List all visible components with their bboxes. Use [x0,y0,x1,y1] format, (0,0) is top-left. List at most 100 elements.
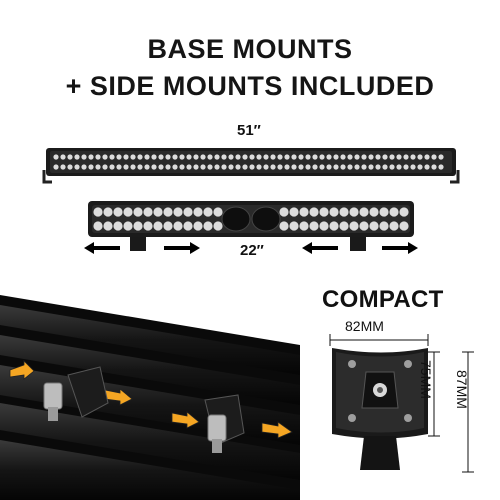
led-dot [93,207,103,217]
outer-height-label: 87MM [454,370,470,409]
led-dot [103,207,113,217]
led-dot [179,164,185,170]
led-dot [130,154,136,160]
led-dot [339,207,349,217]
led-dot [270,154,276,160]
led-dot [123,207,133,217]
led-dot [130,164,136,170]
led-dot [203,207,213,217]
led-dot [309,221,319,231]
led-dot [228,164,234,170]
led-dot [123,154,129,160]
led-dot [95,154,101,160]
led-dot [438,164,444,170]
long-bar-length-label: 51″ [237,122,261,139]
long-light-bar-image [42,148,460,184]
led-dot [221,154,227,160]
led-dot [319,154,325,160]
led-dot [163,221,173,231]
led-dot [361,154,367,160]
left-arrow-icon [302,242,338,254]
led-dot [347,154,353,160]
led-dot [279,207,289,217]
led-dot [354,154,360,160]
led-dot [53,164,59,170]
led-dot [389,154,395,160]
led-dot [102,154,108,160]
led-dot [399,221,409,231]
led-dot [375,164,381,170]
led-dot [109,164,115,170]
led-dot [235,164,241,170]
led-dot [270,164,276,170]
led-dot [396,164,402,170]
led-dot [93,221,103,231]
led-dot [242,164,248,170]
led-dot [417,164,423,170]
led-dot [153,207,163,217]
led-dot [200,154,206,160]
led-dot [263,164,269,170]
led-dot [291,164,297,170]
width-dimension-label: 82MM [345,318,384,334]
led-dot [349,207,359,217]
led-dot [369,221,379,231]
led-dot [277,164,283,170]
led-dot [153,221,163,231]
led-dot [375,154,381,160]
led-dot [165,164,171,170]
led-dot [284,164,290,170]
led-dot [368,164,374,170]
led-dot [305,164,311,170]
led-dot [382,164,388,170]
led-dot [186,164,192,170]
led-dot [193,207,203,217]
led-dot [103,221,113,231]
led-dot [424,154,430,160]
led-dot [319,164,325,170]
led-dot [74,154,80,160]
led-dot [349,221,359,231]
led-dot [382,154,388,160]
led-dot [214,164,220,170]
led-dot [158,154,164,160]
led-dot [312,164,318,170]
led-dot [165,154,171,160]
led-dot [207,164,213,170]
headline-line-2: + SIDE MOUNTS INCLUDED [65,71,435,101]
led-dot [144,164,150,170]
led-dot [326,164,332,170]
led-dot [291,154,297,160]
led-dot [424,164,430,170]
led-dot [151,164,157,170]
led-dot [113,207,123,217]
led-dot [74,164,80,170]
led-dot [221,164,227,170]
led-dot [389,221,399,231]
led-dot [186,154,192,160]
led-dot [123,164,129,170]
led-dot [213,221,223,231]
led-dot [116,164,122,170]
short-bar-length-label: 22″ [240,242,264,259]
led-dot [172,154,178,160]
led-dot [359,207,369,217]
led-dot [361,164,367,170]
led-dot [289,221,299,231]
led-dot [403,164,409,170]
led-dot [242,154,248,160]
led-dot [193,164,199,170]
led-dot [214,154,220,160]
led-dot [102,164,108,170]
led-dot [329,221,339,231]
led-dot [183,207,193,217]
compact-title: COMPACT [322,286,444,313]
led-dot [249,164,255,170]
led-dot [298,154,304,160]
led-dot [399,207,409,217]
inner-height-label: 75MM [418,360,434,399]
led-dot [417,154,423,160]
led-dot [369,207,379,217]
left-arrow-icon [84,242,120,254]
led-dot [319,221,329,231]
